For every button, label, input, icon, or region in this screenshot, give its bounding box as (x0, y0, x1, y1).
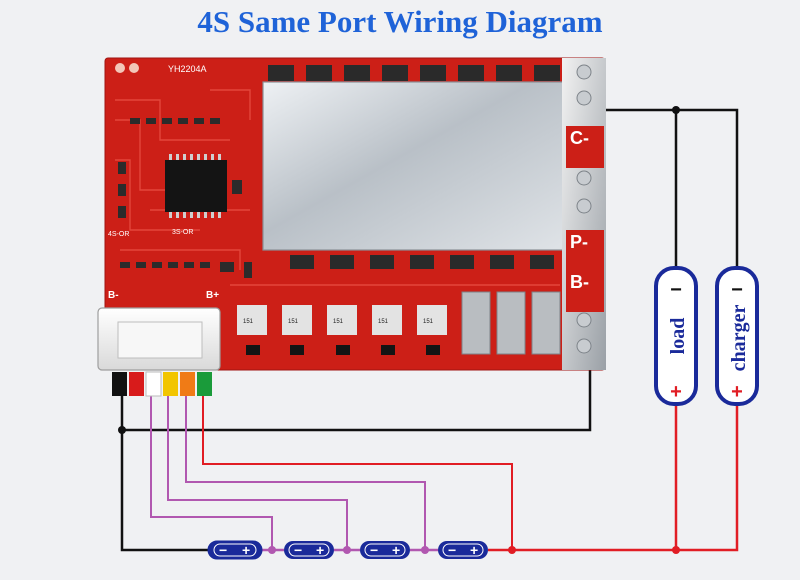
wire-balance-red (202, 395, 513, 550)
balance-resistors (237, 305, 447, 335)
diagram-title: 4S Same Port Wiring Diagram (197, 4, 603, 39)
connector-wire-black (112, 372, 127, 396)
junction-dot (118, 426, 126, 434)
wire-balance-sense-2 (167, 395, 348, 550)
connector-wire-white (145, 371, 162, 397)
connector-wire-orange (180, 372, 195, 396)
port-pad-c (566, 148, 604, 168)
port-p-minus-label: P- (570, 232, 588, 252)
balance-transistors (246, 345, 440, 355)
resistor-code: 151 (288, 319, 299, 325)
junction-dot (672, 546, 680, 554)
battery-pos-sign: + (470, 542, 478, 558)
charger-negative-sign: − (731, 279, 743, 301)
mount-hole (115, 63, 125, 73)
mount-hole (129, 63, 139, 73)
load-device: − load + (654, 266, 698, 406)
mosfet-top-row (268, 65, 560, 81)
wire-balance-sense-1 (150, 395, 273, 550)
power-resistors (461, 291, 561, 355)
battery-neg-sign: − (448, 542, 456, 558)
junction-dot (343, 546, 351, 554)
wire-balance-sense-3 (185, 395, 426, 550)
port-pad-b (566, 292, 604, 312)
battery-neg-sign: − (219, 542, 227, 558)
port-label-bg (566, 270, 604, 292)
load-label: load (667, 318, 689, 355)
load-negative-sign: − (670, 279, 682, 301)
battery-neg-sign: − (370, 542, 378, 558)
battery-cell-3: − + (360, 541, 410, 559)
pad-screws (576, 64, 592, 354)
board-model: YH2204A (168, 64, 207, 74)
resistor-code: 151 (243, 319, 254, 325)
ic-pins (169, 154, 221, 218)
mosfet-bottom-row (290, 255, 554, 269)
silk-b-minus: B- (108, 290, 119, 301)
charger-positive-sign: + (731, 381, 743, 403)
battery-pos-sign: + (392, 542, 400, 558)
junction-dot (672, 106, 680, 114)
connector-socket (117, 321, 203, 359)
battery-cell-4: − + (438, 541, 488, 559)
silk-4s-or: 4S-OR (108, 231, 129, 238)
port-b-minus-label: B- (570, 272, 589, 292)
resistor-code: 151 (378, 319, 389, 325)
battery-cell-1: − + (207, 540, 263, 560)
charger-label: charger (728, 305, 750, 372)
bms-board: C- P- B- (97, 57, 606, 397)
resistor-code: 151 (423, 319, 434, 325)
battery-pack: − + − + − + − + (207, 540, 488, 560)
connector-wire-red (129, 372, 144, 396)
silk-3s-or: 3S-OR (172, 229, 193, 236)
battery-neg-sign: − (294, 542, 302, 558)
control-ic (165, 160, 227, 212)
connector-wire-yellow (163, 372, 178, 396)
wires (118, 106, 739, 554)
battery-cell-2: − + (284, 541, 334, 559)
wire-positive-bus (488, 404, 739, 552)
wire-c-minus-negative (595, 108, 739, 268)
resistor-code: 151 (333, 319, 344, 325)
charger-device: − charger + (715, 266, 759, 406)
junction-dot (268, 546, 276, 554)
silk-b-plus: B+ (206, 290, 219, 301)
port-pad-p (566, 252, 604, 270)
junction-dot (421, 546, 429, 554)
mosfet-heatsink (262, 81, 564, 251)
battery-pos-sign: + (242, 542, 250, 558)
port-label-bg (566, 126, 604, 148)
battery-pos-sign: + (316, 542, 324, 558)
wire-balance-black (120, 383, 208, 552)
connector-wire-green (197, 372, 212, 396)
port-c-minus-label: C- (570, 128, 589, 148)
smd-components (118, 118, 252, 278)
port-label-bg (566, 230, 604, 252)
load-positive-sign: + (670, 381, 682, 403)
resistor-codes: 151 151 151 151 151 (243, 319, 434, 325)
